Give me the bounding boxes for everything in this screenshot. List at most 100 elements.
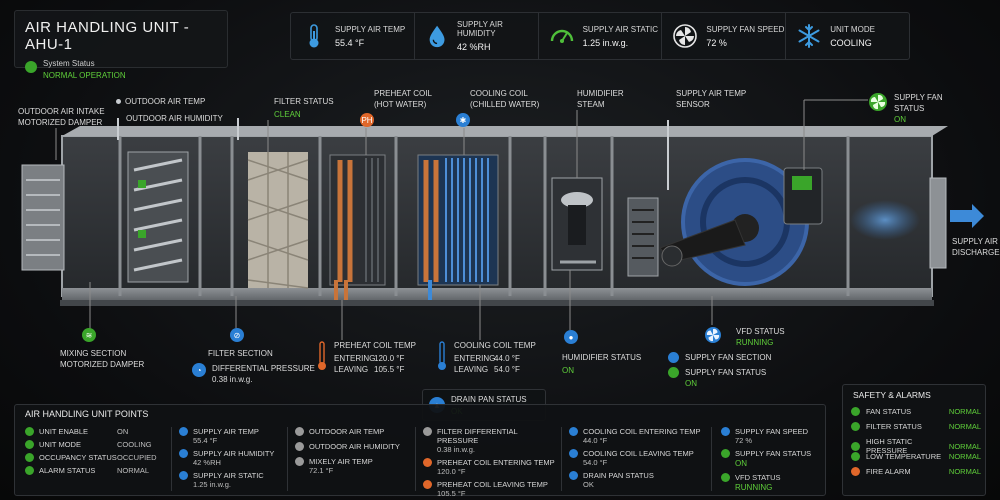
intake-damper [22, 165, 64, 270]
filter-icon [423, 427, 432, 436]
alarm-label: FILTER STATUS [866, 422, 949, 431]
point-value: 0.38 in.w.g. [437, 445, 559, 454]
point-value: 1.25 in.w.g. [193, 480, 264, 489]
point-value: RUNNING [735, 482, 781, 493]
cooling-temp-title: COOLING COIL TEMP [454, 340, 536, 351]
callout-label: OUTDOOR AIR INTAKE [18, 106, 105, 117]
alarm-value: NORMAL [949, 452, 981, 461]
supply-fan-sublabel: STATUS [894, 103, 943, 114]
status-icon [25, 453, 34, 462]
point-label: SUPPLY AIR HUMIDITY [193, 449, 274, 458]
dot-icon [116, 99, 121, 104]
preheat-tag-icon[interactable]: PH [360, 113, 374, 127]
gauge-icon [179, 471, 188, 480]
points-column-supply: SUPPLY AIR TEMP55.4 °F SUPPLY AIR HUMIDI… [179, 427, 289, 493]
supply-fan-section-callout[interactable]: SUPPLY FAN SECTION SUPPLY FAN STATUS ON [668, 352, 771, 389]
fire-icon [851, 467, 860, 476]
humidifier-status-label: HUMIDIFIER STATUS [562, 352, 641, 363]
leaving-value: 54.0 °F [494, 365, 520, 374]
supply-fan-status-label: SUPPLY FAN STATUS [685, 367, 766, 378]
vfd-status-callout[interactable]: VFD STATUS RUNNING [704, 326, 785, 348]
entering-value: 120.0 °F [374, 354, 404, 363]
alarm-value: NORMAL [949, 442, 981, 451]
filter-icon [851, 422, 860, 431]
mixing-damper [128, 152, 188, 282]
point-label: SUPPLY FAN SPEED [735, 427, 808, 436]
snowflake-icon [569, 427, 578, 436]
safety-title: SAFETY & ALARMS [853, 390, 931, 400]
snowflake-icon [569, 449, 578, 458]
outdoor-air-sensor-callout: OUTDOOR AIR TEMP OUTDOOR AIR HUMIDITY [116, 96, 223, 124]
cooling-coil-temp-callout[interactable]: COOLING COIL TEMP ENTERING44.0 °F LEAVIN… [436, 340, 536, 375]
differential-pressure-value: 0.38 in.w.g. [212, 374, 315, 385]
outdoor-air-temp-label: OUTDOOR AIR TEMP [125, 96, 205, 107]
status-icon [25, 440, 34, 449]
cloud-icon [295, 442, 304, 451]
point-outdoor-air-temp[interactable]: OUTDOOR AIR TEMP [295, 427, 415, 436]
supply-fan-status-callout[interactable]: SUPPLY FAN STATUS ON [868, 92, 943, 125]
filter-status-label: FILTER STATUS [274, 96, 334, 107]
points-column-fan: SUPPLY FAN SPEED72 % SUPPLY FAN STATUSON… [721, 427, 825, 497]
thermometer-icon [423, 480, 432, 489]
differential-pressure-label: DIFFERENTIAL PRESSURE [212, 363, 315, 374]
point-outdoor-air-humidity[interactable]: OUTDOOR AIR HUMIDITY [295, 442, 415, 451]
supply-fan-section-label: SUPPLY FAN SECTION [685, 352, 771, 363]
humidifier-status-callout[interactable]: ● HUMIDIFIER STATUS ON [562, 330, 641, 376]
filter-section-callout[interactable]: ⊘ FILTER SECTION ◔ DIFFERENTIAL PRESSURE… [192, 328, 315, 385]
point-label: COOLING COIL LEAVING TEMP [583, 449, 694, 458]
point-label: ALARM STATUS [39, 466, 117, 475]
snowflake-icon[interactable]: ✱ [456, 113, 470, 127]
status-icon [25, 466, 34, 475]
point-label: MIXELY AIR TEMP [309, 457, 373, 466]
safety-alarms-panel: SAFETY & ALARMS FAN STATUSNORMAL FILTER … [842, 384, 986, 496]
mixing-section-callout[interactable]: ≋ MIXING SECTION MOTORIZED DAMPER [60, 328, 144, 370]
point-value: 72 % [735, 436, 808, 445]
point-label: PREHEAT COIL ENTERING TEMP [437, 458, 555, 467]
alarm-value: NORMAL [949, 467, 981, 476]
fan-icon [721, 449, 730, 458]
fan-icon [868, 92, 888, 112]
cooling-coil [418, 155, 498, 300]
humidifier [552, 178, 602, 270]
points-column-cooling: COOLING COIL ENTERING TEMP44.0 °F COOLIN… [569, 427, 705, 493]
point-value: 72.1 °F [309, 466, 373, 475]
status-icon [25, 427, 34, 436]
point-value: 55.4 °F [193, 436, 259, 445]
filter-section [248, 152, 308, 288]
entering-value: 44.0 °F [494, 354, 520, 363]
filter-status-callout: FILTER STATUS CLEAN [274, 96, 334, 120]
droplet-icon: ● [564, 330, 578, 344]
point-value: NORMAL [117, 466, 149, 475]
fan-icon [668, 367, 679, 378]
preheat-coil-temp-callout[interactable]: PREHEAT COIL TEMP ENTERING120.0 °F LEAVI… [316, 340, 416, 375]
point-label: UNIT ENABLE [39, 427, 117, 436]
preheat-coil [330, 155, 385, 300]
leaving-value: 105.5 °F [374, 365, 404, 374]
points-column-status: UNIT ENABLEON UNIT MODECOOLING OCCUPANCY… [25, 427, 165, 479]
thermometer-icon [423, 458, 432, 467]
leaving-label: LEAVING [454, 364, 494, 375]
alarm-label: LOW TEMPERATURE [866, 452, 949, 461]
humidifier-callout: HUMIDIFIER STEAM [577, 88, 624, 110]
